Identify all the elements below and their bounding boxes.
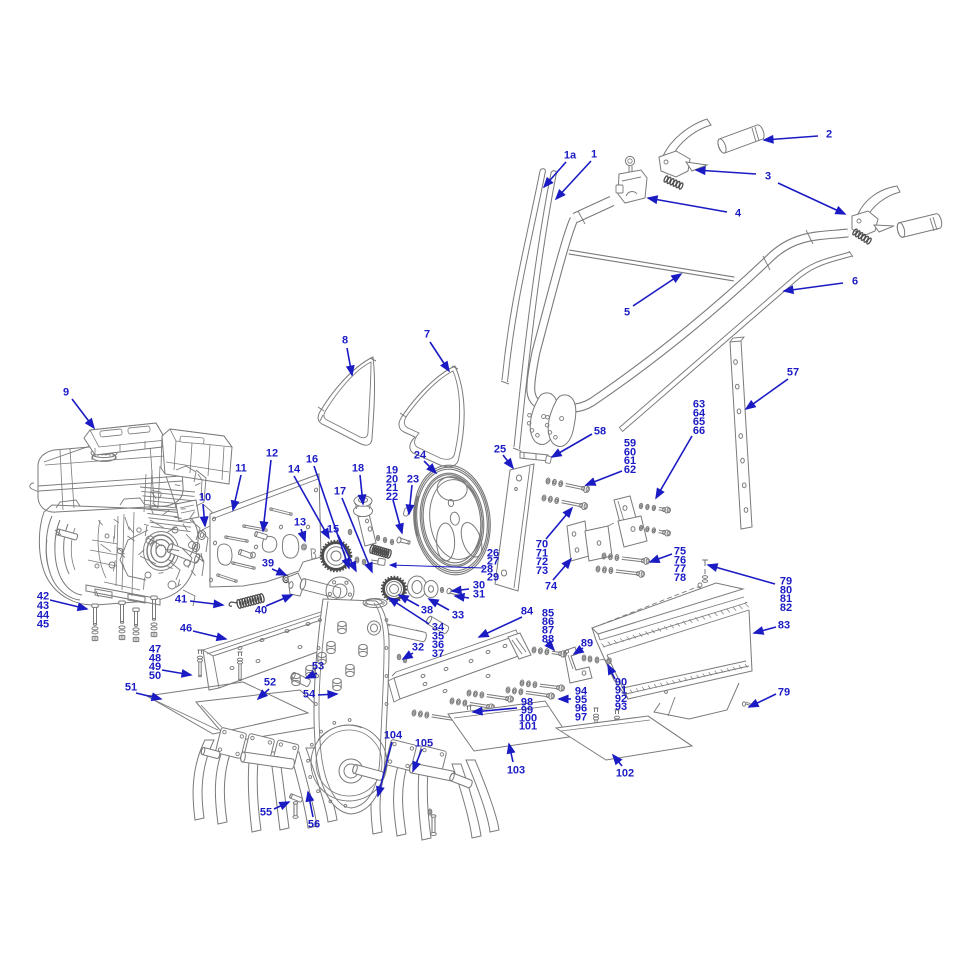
svg-text:7: 7 [424,329,430,341]
svg-text:29: 29 [487,572,499,584]
svg-text:14: 14 [288,464,301,476]
svg-text:10: 10 [199,492,211,504]
svg-text:51: 51 [125,682,137,694]
svg-text:97: 97 [575,711,587,723]
svg-text:38: 38 [421,605,433,617]
svg-text:25: 25 [494,444,506,456]
svg-text:18: 18 [352,463,364,475]
svg-text:89: 89 [581,638,593,650]
svg-text:62: 62 [624,464,636,476]
svg-text:102: 102 [616,768,634,780]
svg-text:5: 5 [624,307,630,319]
svg-text:4: 4 [735,208,742,220]
svg-text:52: 52 [264,677,276,689]
svg-text:56: 56 [308,819,320,831]
svg-text:9: 9 [63,387,69,399]
svg-text:1a: 1a [564,150,577,162]
svg-text:12: 12 [266,448,278,460]
svg-text:22: 22 [386,491,398,503]
svg-text:50: 50 [149,670,161,682]
svg-text:32: 32 [412,642,424,654]
svg-text:33: 33 [452,610,464,622]
svg-text:103: 103 [507,765,525,777]
svg-text:58: 58 [594,426,606,438]
svg-text:104: 104 [384,730,403,742]
svg-text:39: 39 [262,558,274,570]
svg-text:1: 1 [591,149,597,161]
svg-text:105: 105 [415,738,433,750]
svg-text:101: 101 [519,721,537,733]
svg-text:74: 74 [545,581,558,593]
svg-text:40: 40 [255,605,267,617]
svg-text:31: 31 [473,589,485,601]
svg-text:78: 78 [674,572,686,584]
svg-text:54: 54 [303,689,316,701]
svg-text:46: 46 [180,623,192,635]
svg-text:83: 83 [778,620,790,632]
svg-text:24: 24 [414,450,427,462]
svg-text:66: 66 [693,425,705,437]
svg-text:6: 6 [852,276,858,288]
svg-text:37: 37 [432,648,444,660]
svg-text:2: 2 [826,129,832,141]
svg-text:13: 13 [294,517,306,529]
svg-text:11: 11 [235,463,247,475]
svg-text:45: 45 [37,619,49,631]
svg-text:15: 15 [327,524,339,536]
svg-text:17: 17 [334,486,346,498]
svg-text:84: 84 [521,606,534,618]
svg-text:16: 16 [306,454,318,466]
svg-text:79: 79 [778,687,790,699]
svg-text:3: 3 [765,171,771,183]
svg-text:23: 23 [407,474,419,486]
svg-text:57: 57 [787,367,799,379]
svg-text:41: 41 [175,594,187,606]
svg-text:53: 53 [312,661,324,673]
svg-text:55: 55 [260,807,272,819]
svg-text:88: 88 [542,633,554,645]
svg-text:93: 93 [615,701,627,713]
svg-text:8: 8 [342,335,348,347]
svg-text:82: 82 [780,602,792,614]
svg-text:73: 73 [536,565,548,577]
